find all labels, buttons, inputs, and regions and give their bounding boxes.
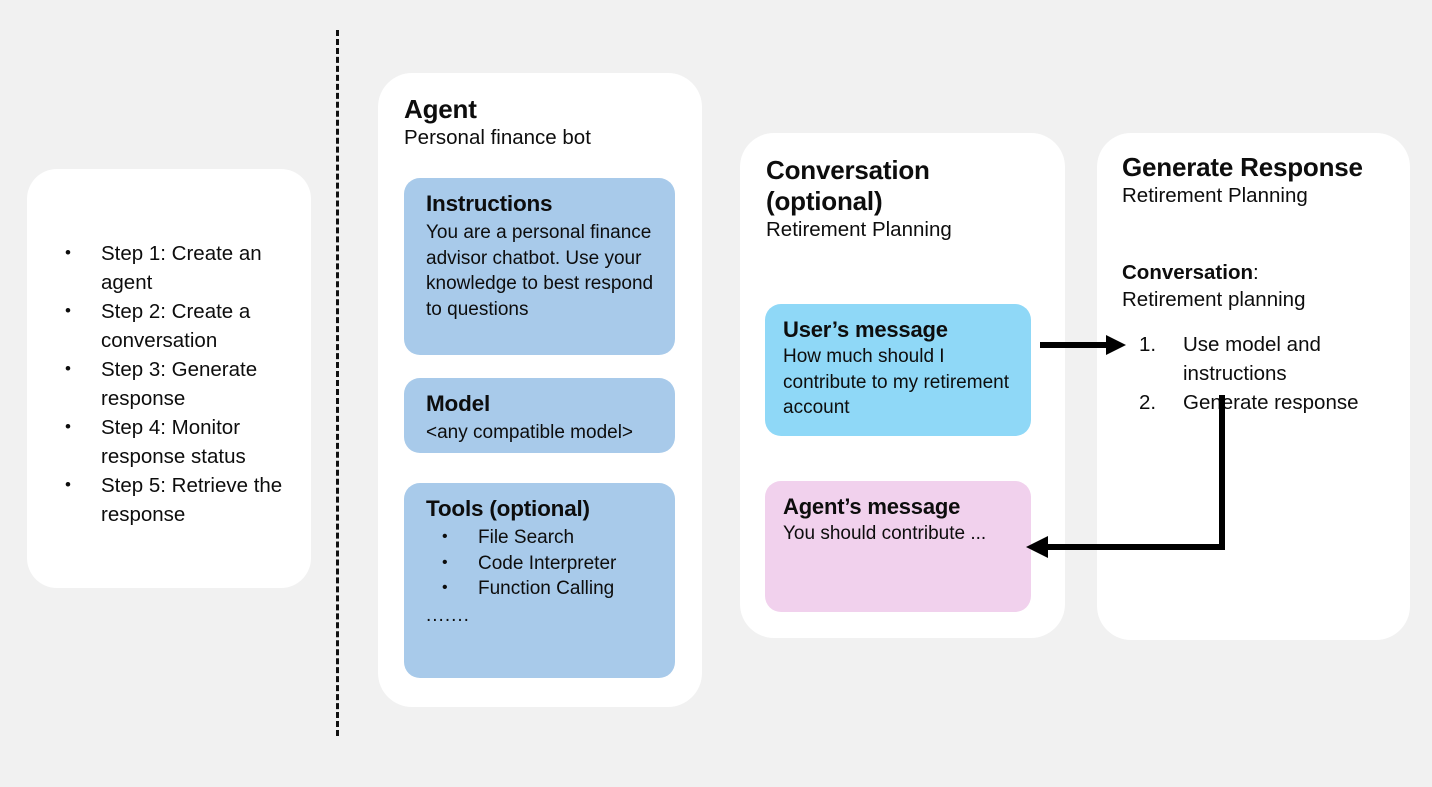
steps-card: Step 1: Create an agent Step 2: Create a… (27, 169, 311, 588)
agent-message-title: Agent’s message (783, 494, 961, 519)
list-item: Step 2: Create a conversation (41, 296, 301, 355)
list-item: Step 5: Retrieve the response (41, 470, 301, 529)
conversation-card-header: Conversation (optional) Retirement Plann… (766, 155, 1025, 243)
generate-response-card: Generate Response Retirement Planning Co… (1097, 133, 1410, 640)
user-message-bubble: User’s message How much should I contrib… (765, 304, 1031, 436)
model-box: Model <any compatible model> (404, 378, 675, 453)
list-item: Step 1: Create an agent (41, 238, 301, 297)
list-item-label: Generate response (1183, 391, 1359, 414)
conversation-card: Conversation (optional) Retirement Plann… (740, 133, 1065, 638)
tools-list: File Search Code Interpreter Function Ca… (426, 524, 657, 602)
generate-conversation-value: Retirement planning (1122, 288, 1306, 311)
tools-box: Tools (optional) File Search Code Interp… (404, 483, 675, 678)
list-item: File Search (426, 524, 657, 551)
generate-conversation-field: Conversation: Retirement planning (1122, 259, 1398, 313)
list-item-number: 1. (1139, 333, 1157, 356)
tools-ellipsis: ....... (426, 604, 470, 626)
list-item-number: 2. (1139, 391, 1157, 414)
user-message-text: How much should I contribute to my retir… (783, 346, 1009, 418)
list-item: Code Interpreter (426, 550, 657, 577)
generate-conversation-colon: : (1253, 261, 1259, 284)
arrow-user-to-generate-icon (1040, 335, 1126, 355)
steps-list: Step 1: Create an agent Step 2: Create a… (41, 238, 301, 529)
generate-conversation-label: Conversation (1122, 261, 1253, 284)
agent-card-header: Agent Personal finance bot (404, 94, 686, 151)
list-item: Step 3: Generate response (41, 354, 301, 413)
agent-card-subtitle: Personal finance bot (404, 126, 591, 149)
generate-card-header: Generate Response Retirement Planning (1122, 152, 1398, 209)
list-item: 1. Use model and instructions (1111, 330, 1404, 388)
instructions-box: Instructions You are a personal finance … (404, 178, 675, 355)
list-item: Step 4: Monitor response status (41, 412, 301, 471)
agent-message-bubble: Agent’s message You should contribute ..… (765, 481, 1031, 612)
list-item: 2. Generate response (1111, 388, 1404, 417)
conversation-card-subtitle: Retirement Planning (766, 218, 952, 241)
instructions-text: You are a personal finance advisor chatb… (426, 222, 654, 320)
tools-title: Tools (optional) (426, 496, 590, 521)
model-title: Model (426, 391, 490, 416)
conversation-card-title: Conversation (optional) (766, 155, 930, 216)
list-item-label: Use model and instructions (1183, 333, 1321, 385)
generate-card-subtitle: Retirement Planning (1122, 184, 1308, 207)
user-message-title: User’s message (783, 317, 948, 342)
list-item: Function Calling (426, 575, 657, 602)
generate-steps-list: 1. Use model and instructions 2. Generat… (1111, 330, 1404, 417)
dashed-divider (336, 30, 339, 736)
arrow-generate-to-agent-message-icon (1026, 395, 1225, 558)
generate-card-title: Generate Response (1122, 152, 1363, 182)
model-value: <any compatible model> (426, 422, 634, 443)
agent-message-text: You should contribute ... (783, 523, 987, 544)
agent-card: Agent Personal finance bot Instructions … (378, 73, 702, 707)
instructions-title: Instructions (426, 191, 553, 216)
agent-card-title: Agent (404, 94, 477, 124)
